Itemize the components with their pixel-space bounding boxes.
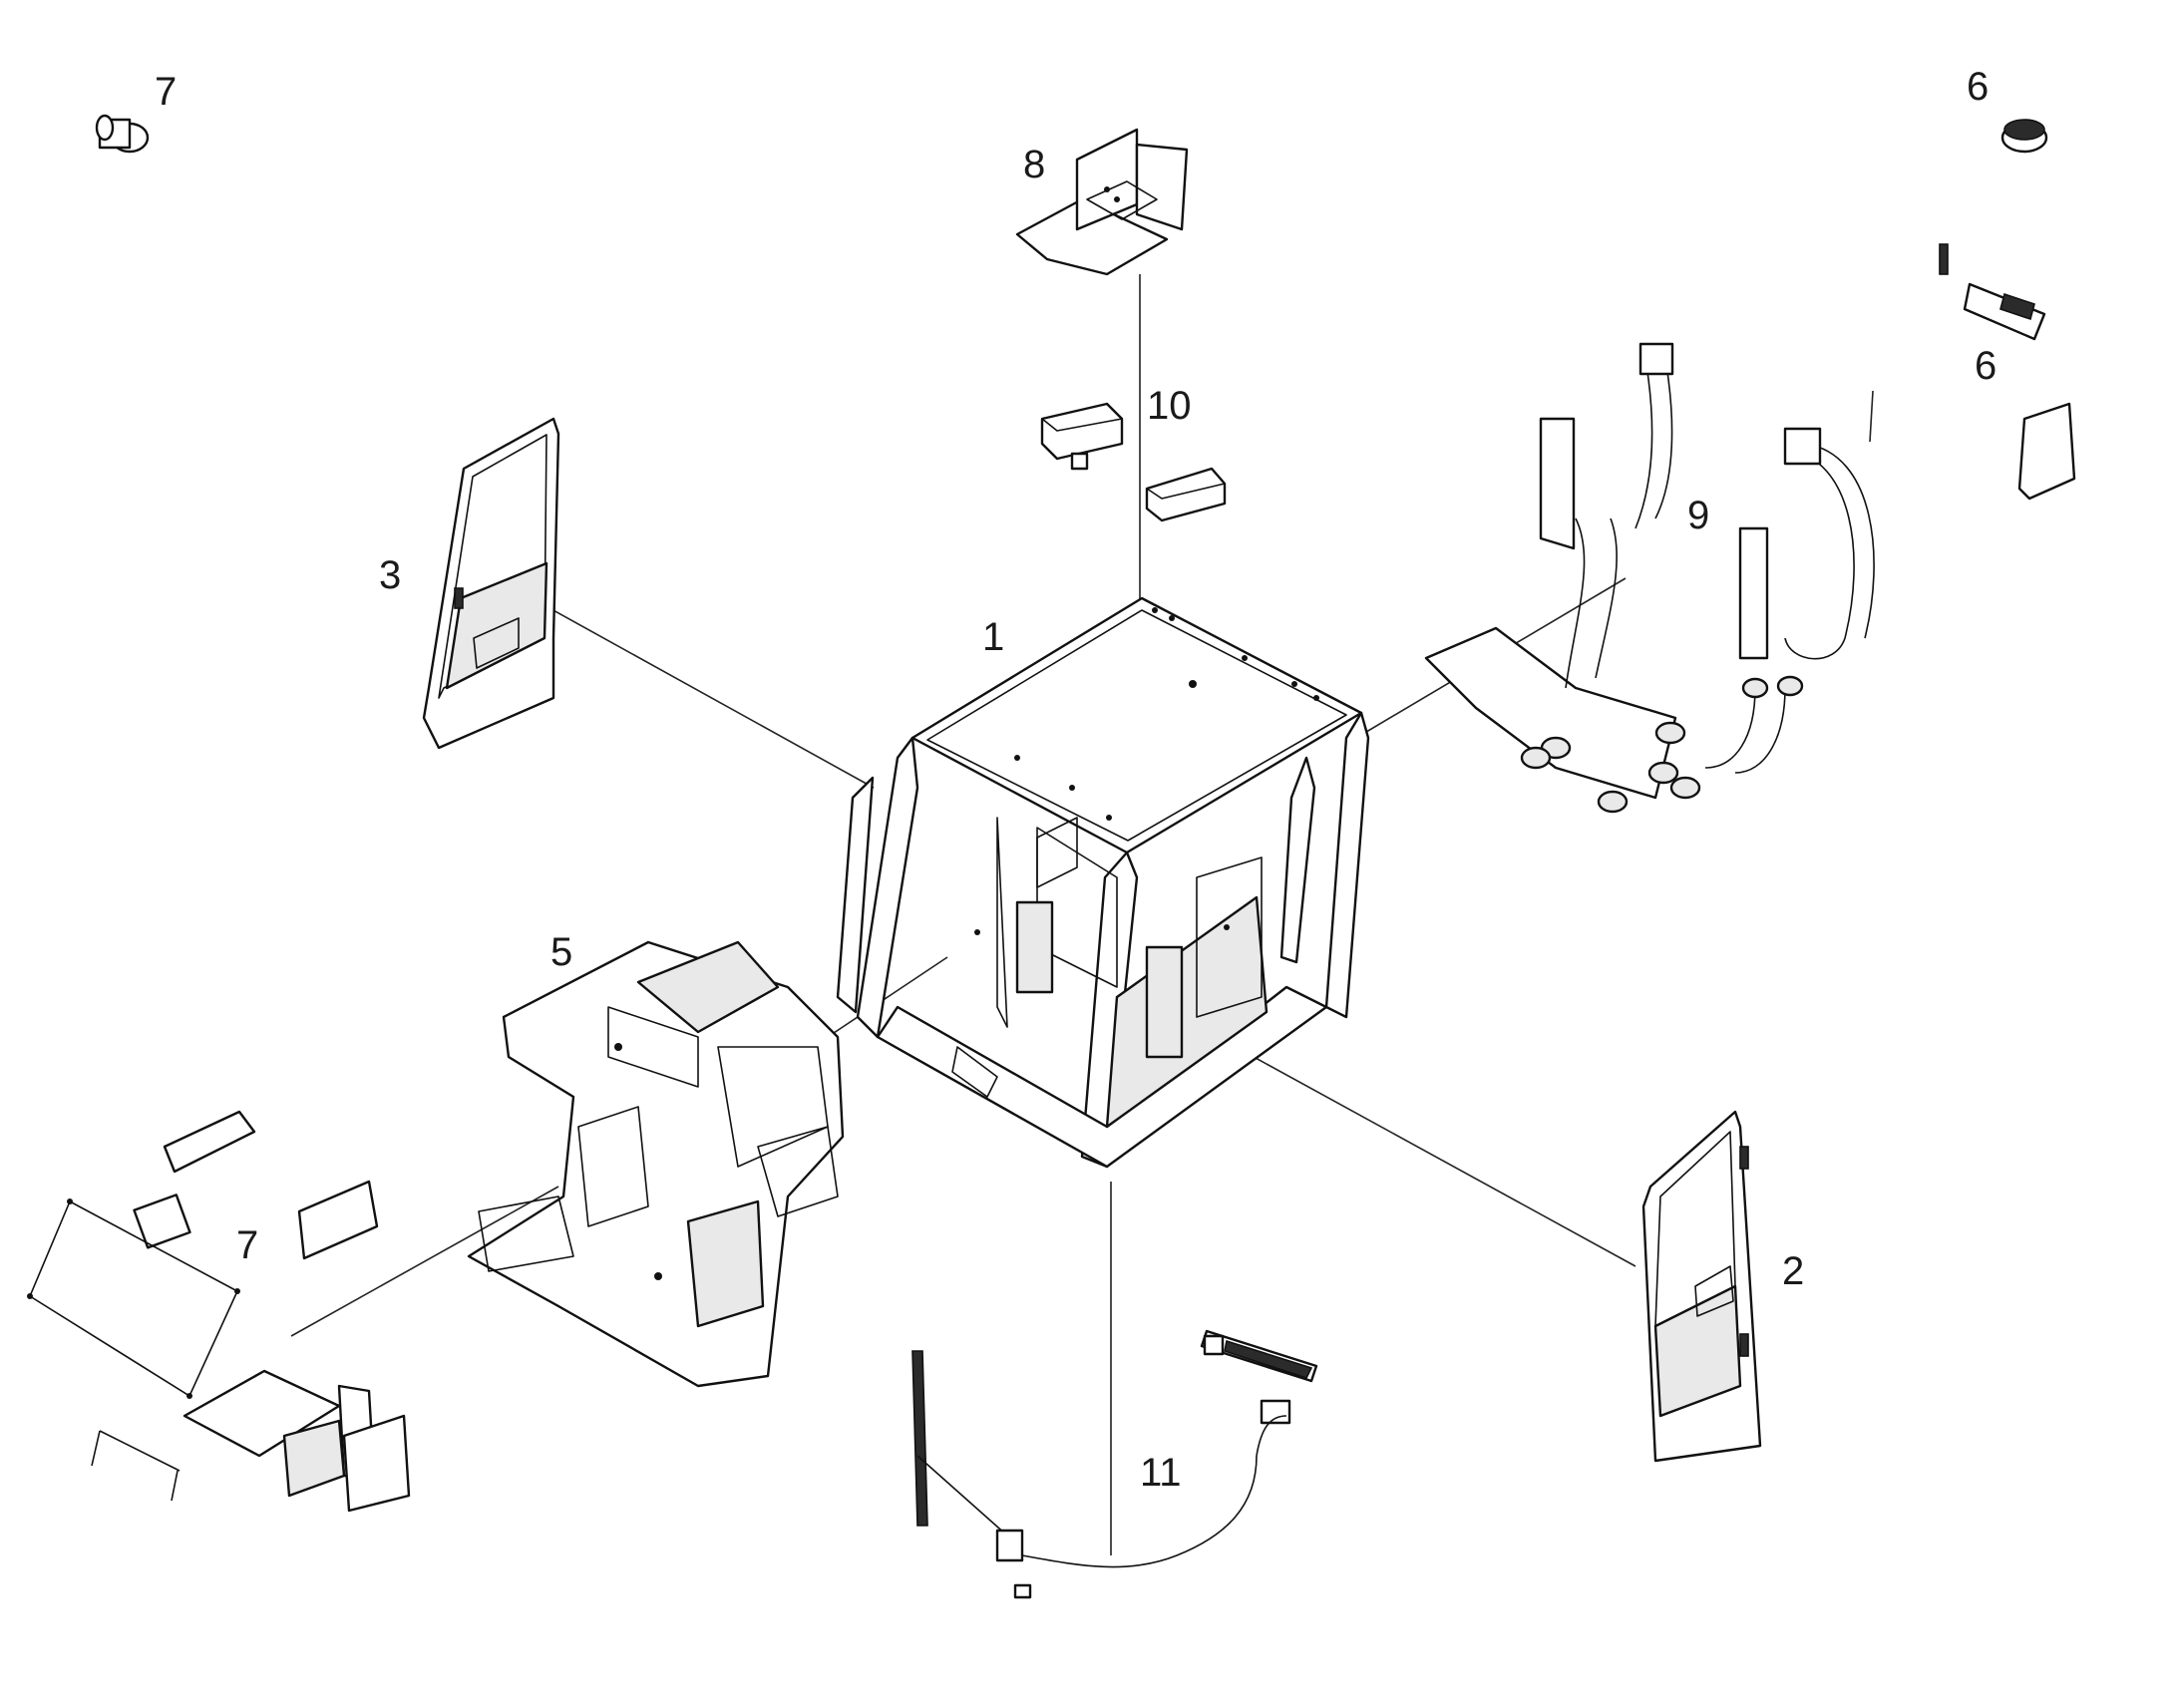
leader-5-1 xyxy=(827,956,948,1038)
plug-icon-7 xyxy=(95,114,150,154)
wiper-icon xyxy=(911,1329,1318,1599)
trim-panel-icon xyxy=(467,940,845,1388)
plug-icon-6 xyxy=(1939,119,2076,501)
callout-11: 11 xyxy=(1140,1451,1182,1495)
left-door-icon xyxy=(422,417,560,750)
callout-5: 5 xyxy=(550,930,572,974)
duct-icon xyxy=(1424,342,1875,814)
callout-6b: 6 xyxy=(1975,344,1997,388)
leader-2-1 xyxy=(1244,1051,1636,1267)
callout-7b: 7 xyxy=(236,1223,258,1267)
callout-6a: 6 xyxy=(1967,65,1989,109)
callout-7a: 7 xyxy=(155,70,177,114)
callout-9: 9 xyxy=(1687,494,1709,537)
leader-6-9 xyxy=(1869,390,1874,443)
lamp-icon xyxy=(1040,402,1227,522)
right-door-icon xyxy=(1641,1110,1762,1463)
plate-icon xyxy=(27,1110,411,1513)
callout-1: 1 xyxy=(982,615,1004,659)
bracket-icon xyxy=(1015,128,1189,276)
callout-10: 10 xyxy=(1147,384,1192,428)
callout-labels: 1 2 3 5 6 6 7 7 8 9 10 11 xyxy=(155,65,1997,1495)
callout-8: 8 xyxy=(1023,143,1045,186)
cab-frame-icon xyxy=(836,596,1370,1169)
callout-2: 2 xyxy=(1782,1249,1804,1293)
leader-7-5 xyxy=(290,1186,559,1337)
callout-3: 3 xyxy=(379,553,401,597)
